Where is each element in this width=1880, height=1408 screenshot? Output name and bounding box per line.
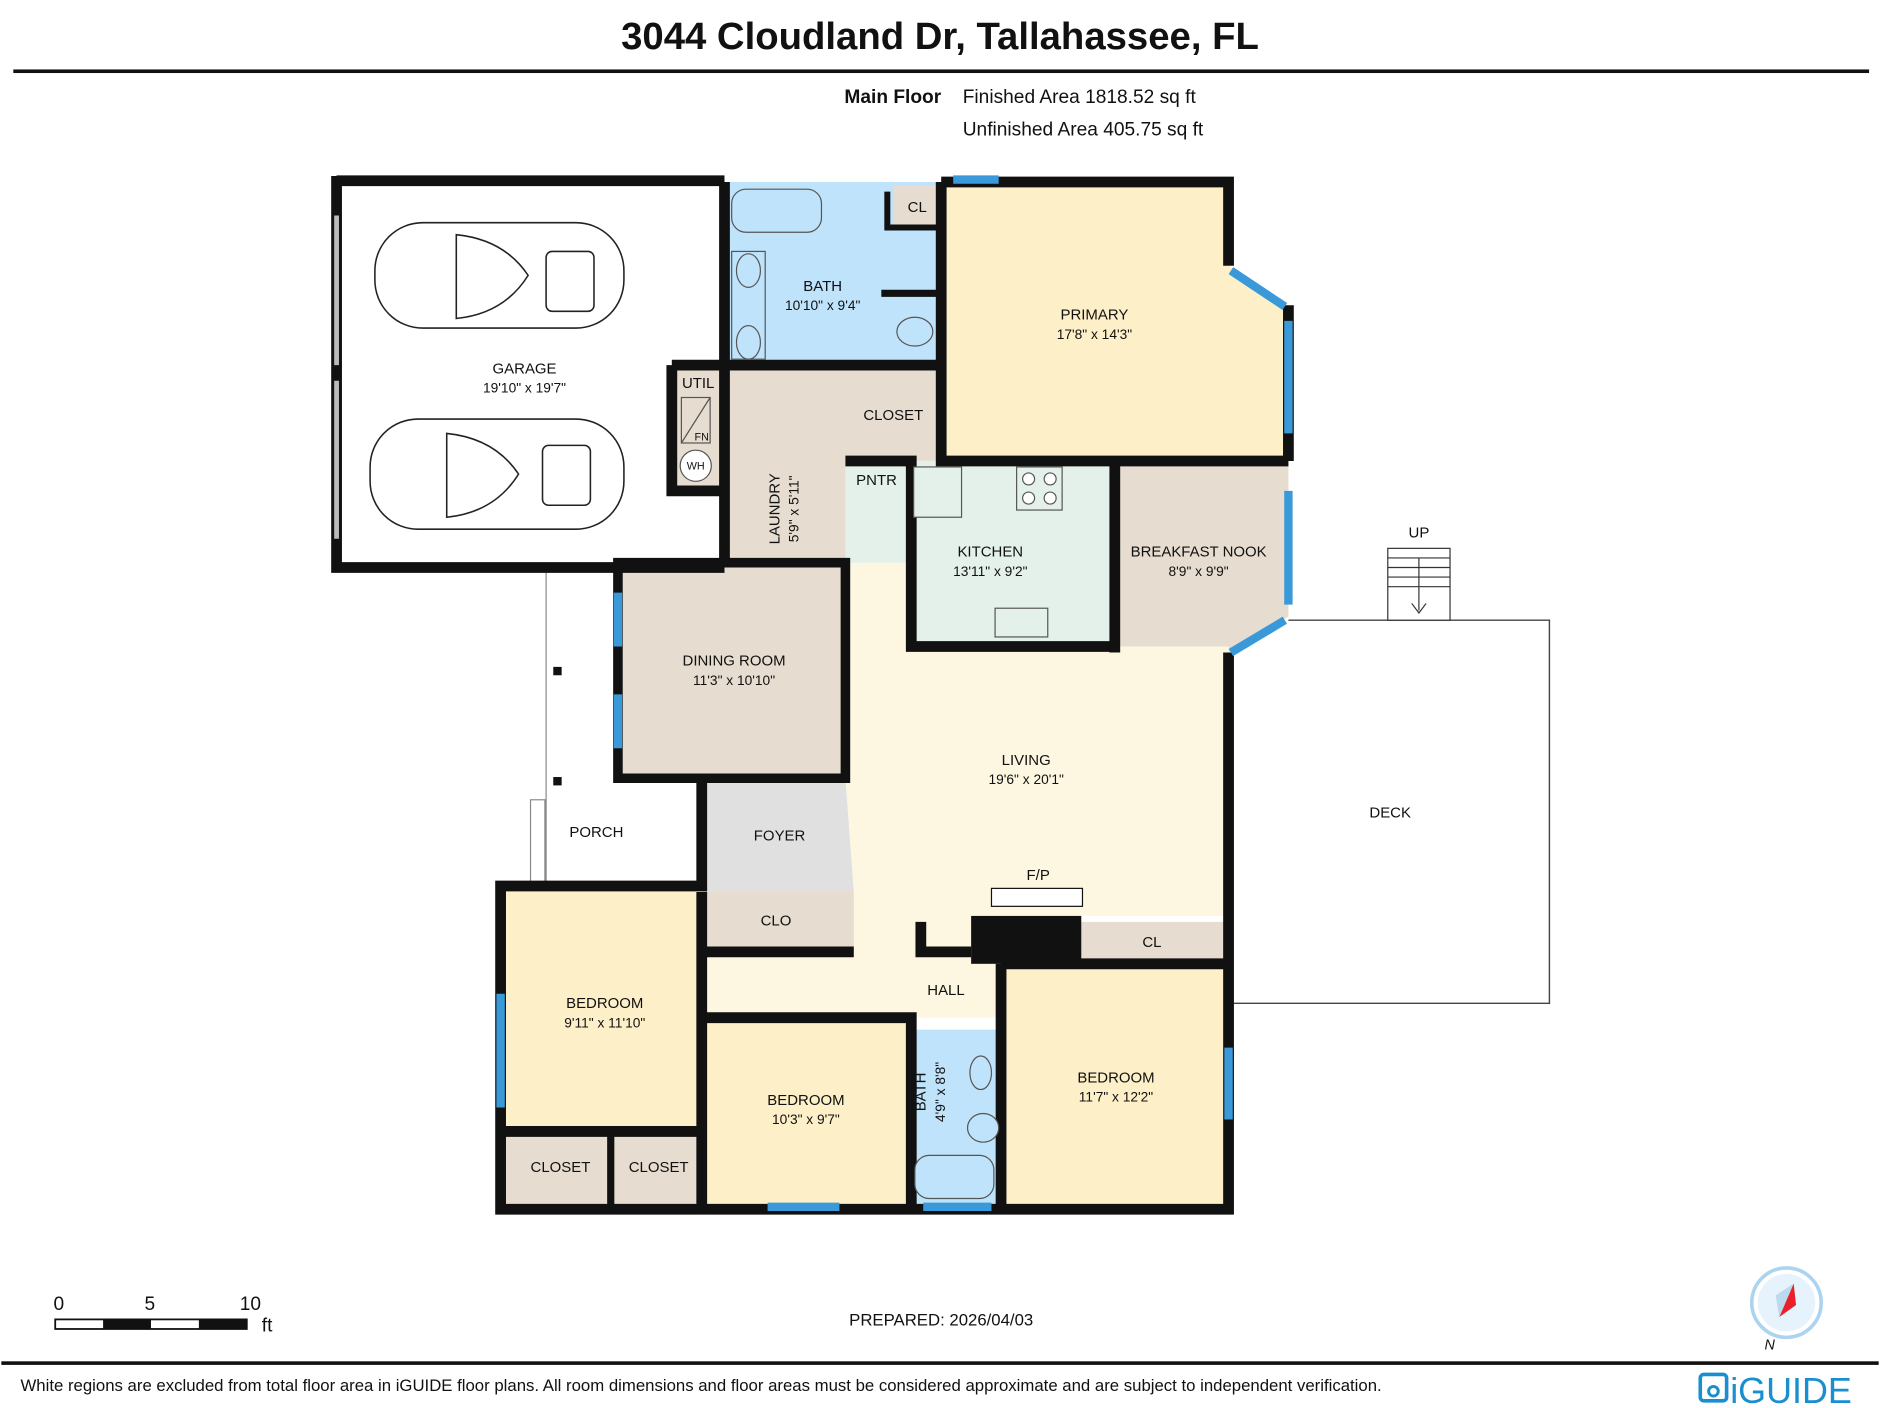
room-bedroom-3: BEDROOM 11'7" x 12'2" (1077, 1069, 1154, 1104)
fixtures (679, 188, 1063, 1200)
car-icon (369, 418, 625, 530)
room-bedroom-1: BEDROOM 9'11" x 11'10" (564, 995, 645, 1030)
svg-text:BATH: BATH (803, 278, 842, 295)
room-primary: PRIMARY 17'8" x 14'3" (1057, 307, 1133, 342)
svg-text:CLOSET: CLOSET (863, 407, 923, 424)
svg-text:5'9" x 5'11": 5'9" x 5'11" (787, 475, 802, 542)
wh-label: WH (687, 460, 705, 472)
room-bath-main: BATH 10'10" x 9'4" (785, 278, 861, 313)
room-clo: CLO (761, 912, 792, 929)
svg-text:FOYER: FOYER (754, 827, 806, 844)
room-hall: HALL (927, 982, 964, 999)
footer-divider (1, 1361, 1879, 1365)
room-closet-2: CLOSET (629, 1159, 689, 1176)
svg-text:13'11" x 9'2": 13'11" x 9'2" (953, 564, 1028, 579)
svg-text:4'9" x 8'8": 4'9" x 8'8" (933, 1062, 948, 1122)
svg-text:17'8" x 14'3": 17'8" x 14'3" (1057, 327, 1133, 342)
svg-text:ft: ft (262, 1315, 273, 1336)
svg-text:9'11" x 11'10": 9'11" x 11'10" (564, 1015, 645, 1030)
scale-bar: 0 5 10 ft (53, 1294, 273, 1337)
svg-text:LIVING: LIVING (1002, 752, 1051, 769)
header-divider (13, 69, 1870, 74)
room-closet-1: CLOSET (531, 1159, 591, 1176)
svg-text:19'6" x 20'1": 19'6" x 20'1" (988, 772, 1064, 787)
stairs: UP (1387, 525, 1451, 621)
svg-text:PRIMARY: PRIMARY (1061, 307, 1129, 324)
room-fills (342, 181, 1289, 1210)
fn-label: FN (695, 432, 709, 444)
room-breakfast-nook: BREAKFAST NOOK 8'9" x 9'9" (1131, 544, 1267, 579)
svg-text:UP: UP (1409, 525, 1430, 542)
svg-text:5: 5 (144, 1294, 155, 1315)
svg-text:CL: CL (908, 199, 927, 216)
windows (496, 175, 1293, 1212)
fireplace (971, 915, 1082, 964)
svg-text:11'3" x 10'10": 11'3" x 10'10" (693, 673, 775, 688)
svg-text:PORCH: PORCH (569, 824, 623, 841)
svg-text:BEDROOM: BEDROOM (767, 1092, 844, 1109)
room-garage: GARAGE 19'10" x 19'7" (483, 361, 566, 396)
room-dining: DINING ROOM 11'3" x 10'10" (683, 653, 786, 688)
page-title: 3044 Cloudland Dr, Tallahassee, FL (621, 15, 1259, 58)
room-closet-primary: CLOSET (863, 407, 923, 424)
finished-area: Finished Area 1818.52 sq ft (963, 87, 1197, 108)
room-util: UTIL (682, 375, 714, 392)
svg-text:CL: CL (1142, 934, 1161, 951)
iguide-logo: iGUIDE (1698, 1370, 1852, 1408)
svg-text:10'10" x 9'4": 10'10" x 9'4" (785, 298, 861, 313)
room-living: LIVING 19'6" x 20'1" (988, 752, 1064, 787)
svg-text:BEDROOM: BEDROOM (566, 995, 643, 1012)
svg-text:GARAGE: GARAGE (493, 361, 557, 378)
prepared-date: PREPARED: 2026/04/03 (849, 1310, 1033, 1329)
floor-name: Main Floor (844, 87, 941, 108)
svg-text:N: N (1765, 1337, 1776, 1353)
room-kitchen: KITCHEN 13'11" x 9'2" (953, 544, 1028, 579)
svg-text:10'3" x 9'7": 10'3" x 9'7" (772, 1112, 840, 1127)
svg-text:8'9" x 9'9": 8'9" x 9'9" (1169, 564, 1229, 579)
disclaimer: White regions are excluded from total fl… (20, 1376, 1381, 1395)
svg-text:10: 10 (240, 1294, 261, 1315)
porch: PORCH (529, 567, 623, 886)
room-bedroom-2: BEDROOM 10'3" x 9'7" (767, 1092, 844, 1127)
svg-text:DINING ROOM: DINING ROOM (683, 653, 786, 670)
deck: DECK (1228, 619, 1551, 1005)
room-cl-bath: CL (908, 199, 927, 216)
svg-text:DECK: DECK (1369, 805, 1411, 822)
car-icon (374, 221, 625, 329)
room-labels: GARAGE 19'10" x 19'7" BATH 10'10" x 9'4" C… (483, 199, 1267, 1176)
svg-text:19'10" x 19'7": 19'10" x 19'7" (483, 381, 566, 396)
hearth (990, 887, 1084, 907)
svg-text:CLO: CLO (761, 912, 792, 929)
svg-text:KITCHEN: KITCHEN (957, 544, 1023, 561)
svg-text:CLOSET: CLOSET (531, 1159, 591, 1176)
svg-text:HALL: HALL (927, 982, 964, 999)
svg-text:BEDROOM: BEDROOM (1077, 1069, 1154, 1086)
svg-text:LAUNDRY: LAUNDRY (767, 473, 784, 544)
svg-text:BATH: BATH (913, 1073, 930, 1112)
unfinished-area: Unfinished Area 405.75 sq ft (963, 119, 1204, 140)
svg-text:0: 0 (53, 1294, 64, 1315)
svg-text:CLOSET: CLOSET (629, 1159, 689, 1176)
room-pntr: PNTR (856, 472, 897, 489)
compass-icon: N (1749, 1266, 1823, 1353)
svg-text:PNTR: PNTR (856, 472, 897, 489)
svg-text:iGUIDE: iGUIDE (1730, 1370, 1852, 1408)
svg-text:UTIL: UTIL (682, 375, 714, 392)
svg-text:BREAKFAST NOOK: BREAKFAST NOOK (1131, 544, 1267, 561)
svg-text:11'7" x 12'2": 11'7" x 12'2" (1079, 1089, 1154, 1104)
room-cl-hall: CL (1142, 934, 1161, 951)
fireplace-label: F/P (1027, 867, 1050, 884)
room-foyer: FOYER (754, 827, 806, 844)
